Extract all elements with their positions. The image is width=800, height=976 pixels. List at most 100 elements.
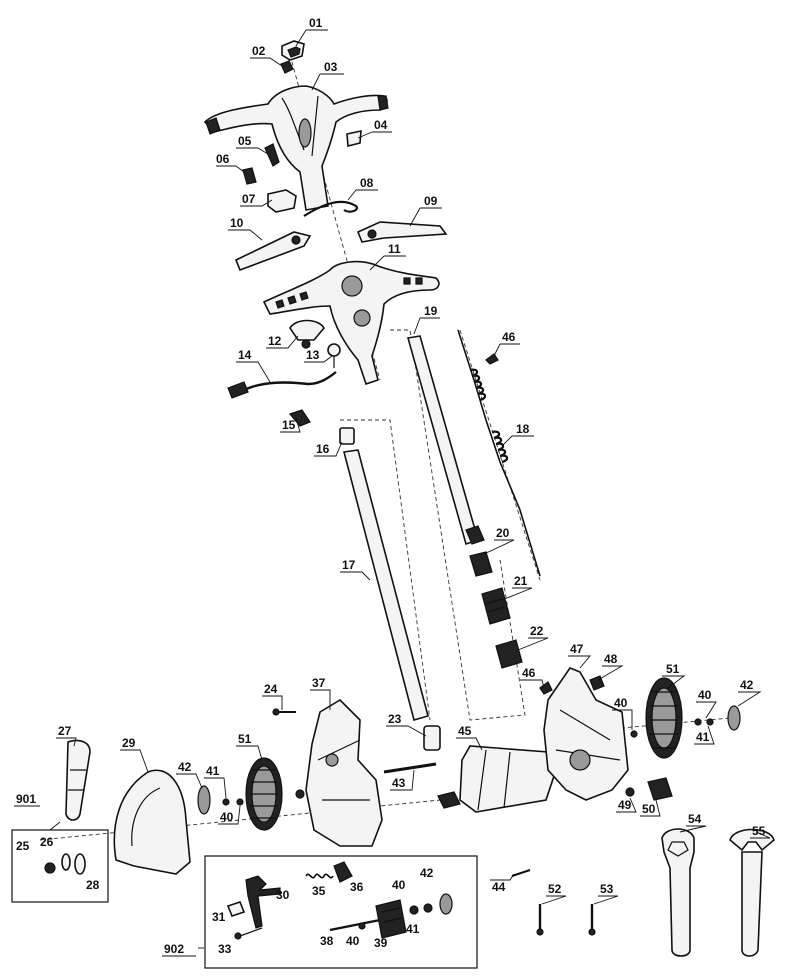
housing-left-part bbox=[305, 698, 383, 847]
depth-knob-part bbox=[647, 777, 673, 801]
label-40-a: 40 bbox=[220, 810, 234, 824]
label-15: 15 bbox=[282, 418, 296, 432]
label-11: 11 bbox=[388, 242, 401, 256]
cable-clip-part-lower bbox=[539, 681, 553, 695]
label-41-a: 41 bbox=[206, 764, 220, 778]
label-39: 39 bbox=[374, 936, 388, 950]
label-51-a: 51 bbox=[238, 732, 252, 746]
label-33: 33 bbox=[218, 942, 232, 956]
inner-cable-part bbox=[457, 329, 541, 577]
upper-handle-part bbox=[203, 85, 388, 211]
label-46-b: 46 bbox=[522, 666, 536, 680]
label-03: 03 bbox=[324, 60, 338, 74]
inset-901 bbox=[11, 821, 109, 903]
label-18: 18 bbox=[516, 422, 530, 436]
label-37: 37 bbox=[312, 676, 326, 690]
nut-part-49 bbox=[625, 787, 635, 797]
label-30: 30 bbox=[276, 888, 290, 902]
label-17: 17 bbox=[342, 558, 356, 572]
label-27: 27 bbox=[58, 724, 72, 738]
label-42-b: 42 bbox=[740, 678, 754, 692]
blade-part bbox=[65, 739, 91, 821]
label-19: 19 bbox=[424, 304, 438, 318]
label-16: 16 bbox=[316, 442, 330, 456]
screw-part-44 bbox=[511, 869, 531, 877]
tube-connector-part bbox=[339, 427, 355, 445]
label-54: 54 bbox=[688, 812, 702, 826]
part-labels: 01 02 03 04 05 06 07 08 09 10 11 12 13 1… bbox=[16, 16, 766, 956]
label-05: 05 bbox=[238, 134, 252, 148]
label-08: 08 bbox=[360, 176, 374, 190]
lower-handle-part bbox=[262, 260, 440, 386]
washer-part-26 bbox=[61, 853, 71, 871]
motor-assembly bbox=[437, 667, 741, 936]
label-40-c: 40 bbox=[698, 688, 712, 702]
roller-part bbox=[375, 899, 407, 939]
flange-part-28 bbox=[74, 853, 86, 875]
label-24: 24 bbox=[264, 682, 278, 696]
label-52: 52 bbox=[548, 882, 562, 896]
label-36: 36 bbox=[350, 880, 364, 894]
label-04: 04 bbox=[374, 118, 388, 132]
label-41-c: 41 bbox=[406, 922, 420, 936]
washer-part-41-inset bbox=[423, 903, 433, 913]
switch-block-part bbox=[267, 189, 297, 213]
label-41-b: 41 bbox=[696, 730, 710, 744]
strain-relief-part bbox=[327, 343, 341, 357]
switch-lever-part bbox=[264, 143, 280, 167]
inset-902 bbox=[204, 855, 478, 969]
label-26: 26 bbox=[40, 835, 54, 849]
washer-part-left bbox=[222, 798, 230, 806]
label-underlines bbox=[14, 29, 328, 957]
washer-part-40-inset bbox=[358, 922, 366, 930]
clamp-part bbox=[481, 587, 511, 625]
clip-part-04 bbox=[346, 129, 362, 148]
label-55: 55 bbox=[752, 824, 766, 838]
drive-shaft-part bbox=[383, 762, 437, 774]
label-20: 20 bbox=[496, 526, 510, 540]
label-46-a: 46 bbox=[502, 330, 516, 344]
spacer-part-left bbox=[236, 798, 244, 806]
motor-part bbox=[459, 745, 557, 813]
label-49: 49 bbox=[618, 798, 632, 812]
label-44: 44 bbox=[492, 880, 506, 894]
spanner-tool-54 bbox=[661, 828, 695, 957]
hub-cap-part-inset bbox=[439, 893, 453, 915]
detent-part-36 bbox=[333, 861, 353, 883]
label-09: 09 bbox=[424, 194, 438, 208]
label-28: 28 bbox=[86, 878, 100, 892]
wire-part-08 bbox=[303, 200, 358, 217]
blade-guard-part bbox=[113, 769, 191, 875]
handle-assembly bbox=[203, 40, 448, 427]
label-23: 23 bbox=[388, 712, 402, 726]
label-42-c: 42 bbox=[420, 866, 434, 880]
label-38: 38 bbox=[320, 934, 334, 948]
cable-clip-part-top bbox=[485, 353, 499, 365]
label-29: 29 bbox=[122, 736, 136, 750]
label-06: 06 bbox=[216, 152, 230, 166]
label-31: 31 bbox=[212, 910, 226, 924]
screw-cap-part bbox=[589, 675, 605, 691]
spacer-part-right-outer bbox=[694, 718, 702, 726]
label-22: 22 bbox=[530, 624, 544, 638]
assembly-guides bbox=[39, 54, 731, 841]
label-50: 50 bbox=[642, 802, 656, 816]
tools bbox=[661, 828, 775, 957]
spring-part-35 bbox=[305, 873, 334, 879]
spacer-part-right bbox=[630, 730, 638, 738]
label-40-e: 40 bbox=[346, 934, 360, 948]
leader-lines bbox=[56, 29, 771, 949]
label-25: 25 bbox=[16, 839, 30, 853]
label-21: 21 bbox=[514, 574, 528, 588]
spring-part-02 bbox=[280, 60, 294, 74]
wrench-tool-55 bbox=[729, 828, 775, 957]
label-07: 07 bbox=[242, 192, 256, 206]
axle-part-38 bbox=[329, 918, 381, 932]
label-13: 13 bbox=[306, 348, 320, 362]
label-51-b: 51 bbox=[666, 662, 680, 676]
left-housing-assembly bbox=[65, 698, 437, 875]
nut-part-25 bbox=[44, 862, 56, 874]
upper-tube-part bbox=[406, 335, 479, 546]
pin-part-31 bbox=[226, 901, 246, 917]
cable-cover-part bbox=[289, 319, 325, 341]
